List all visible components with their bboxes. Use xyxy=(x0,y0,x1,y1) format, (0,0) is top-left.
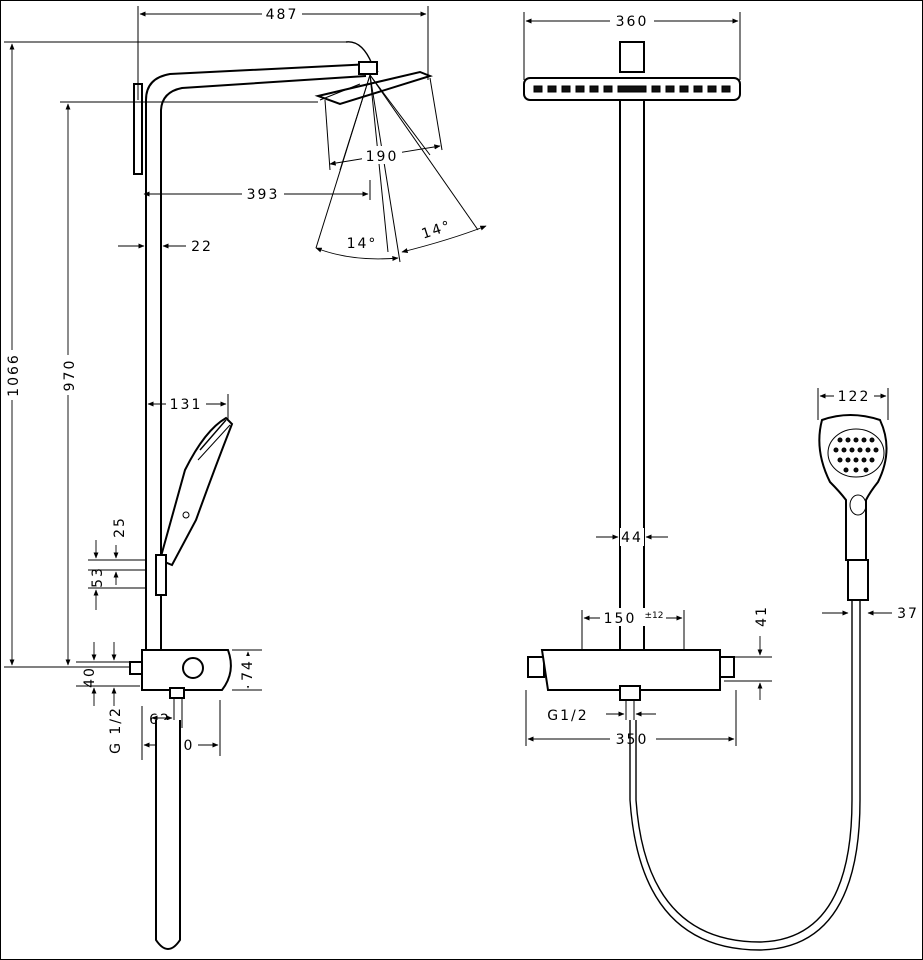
dim-handle-width: 37 xyxy=(897,606,919,622)
hand-shower-side xyxy=(158,416,234,567)
spray-nozzles xyxy=(533,85,731,93)
hose-front xyxy=(629,600,861,951)
hand-shower-handle-end xyxy=(847,559,869,601)
hand-shower-nozzles xyxy=(833,437,879,473)
dim-head-width: 360 xyxy=(616,14,649,30)
dim-pipe-diameter: 44 xyxy=(621,530,643,546)
front-view: 360 44 150 ±12 xyxy=(523,12,919,951)
select-button xyxy=(849,494,867,516)
dim-thermostat-height-front: 41 xyxy=(754,605,770,627)
dim-spray-width: 190 xyxy=(366,149,399,165)
dim-holder-spacing: 53 xyxy=(90,566,106,588)
dim-width-total: 487 xyxy=(266,7,299,23)
dim-height-head: 970 xyxy=(62,359,78,392)
knob-left-front xyxy=(527,656,545,678)
dim-angle-left: 14° xyxy=(347,236,378,252)
dim-handshower-width: 122 xyxy=(838,389,871,405)
thermostat-front xyxy=(540,649,721,691)
dim-height-total: 1066 xyxy=(6,353,22,397)
overhead-shower xyxy=(314,70,433,106)
dim-thermostat-width: 350 xyxy=(616,732,649,748)
dim-connection-thread-side: G 1/2 xyxy=(108,706,124,754)
dim-holder-offset: 25 xyxy=(112,516,128,538)
head-joint xyxy=(358,61,378,75)
head-arm-front xyxy=(619,41,645,73)
thermostat-knob-side xyxy=(182,657,204,679)
hand-shower-holder xyxy=(155,554,167,596)
dim-connection-centers: 150 xyxy=(604,611,637,627)
dim-connection-thread-front: G1/2 xyxy=(547,708,588,724)
shower-pipe-front xyxy=(619,99,645,651)
shower-rail-inner xyxy=(160,75,367,675)
dim-handshower-projection: 131 xyxy=(170,397,203,413)
dim-rail-diameter: 22 xyxy=(191,239,213,255)
side-view: 487 1066 970 190 393 14° 14° 22 xyxy=(4,6,487,950)
hose-side xyxy=(155,720,181,950)
dim-connection-tolerance: ±12 xyxy=(645,611,664,621)
dim-head-offset: 393 xyxy=(247,187,280,203)
dim-outlet-offset: 40 xyxy=(82,666,98,688)
dim-thermostat-height-side: 74 xyxy=(240,659,256,681)
